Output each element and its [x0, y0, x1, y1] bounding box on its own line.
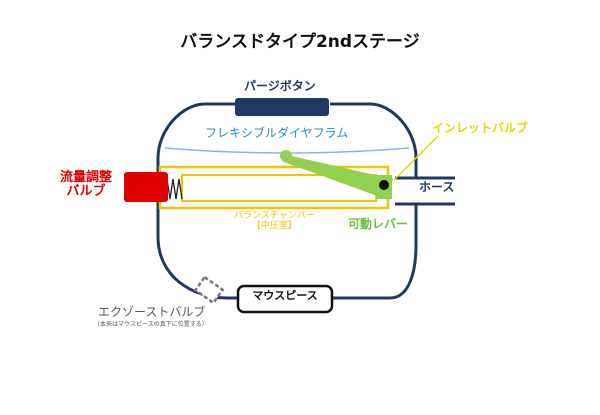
balance-chamber-label: バランスチャンバー 【中圧室】: [234, 211, 315, 232]
spring: [166, 178, 183, 200]
flow-adjust-label-line2: バルブ: [66, 184, 106, 200]
purge-button-label: パージボタン: [244, 79, 316, 93]
inlet-pointer: [393, 135, 439, 181]
inlet-valve-seat: [379, 180, 389, 190]
diaphragm-label: フレキシブルダイヤフラム: [205, 126, 349, 140]
lever-label: 可動レバー: [348, 217, 409, 231]
diagram-title: バランスドタイプ2ndステージ: [180, 32, 420, 52]
inlet-valve-label: インレットバルブ: [432, 121, 529, 135]
flow-adjust-valve: [124, 172, 168, 202]
balance-chamber-label-line1: バランスチャンバー: [234, 211, 315, 221]
hose-label: ホース: [419, 180, 455, 194]
balance-chamber-label-line2: 【中圧室】: [251, 220, 297, 231]
flow-adjust-label: 流量調整 バルブ: [60, 170, 113, 200]
exhaust-valve-note: （本来はマウスピースの真下に位置する）: [94, 321, 208, 328]
lever-pivot: [280, 150, 292, 162]
lever-arm: [284, 155, 393, 200]
flow-adjust-label-line1: 流量調整: [60, 170, 113, 185]
mouthpiece: [236, 284, 334, 314]
purge-button: [235, 98, 329, 116]
exhaust-valve-label: エクゾーストバルブ: [98, 305, 206, 319]
exhaust-valve: [193, 275, 225, 305]
housing-outline: [156, 102, 418, 300]
hose: [395, 176, 455, 206]
mouthpiece-label: マウスピース: [252, 289, 318, 302]
